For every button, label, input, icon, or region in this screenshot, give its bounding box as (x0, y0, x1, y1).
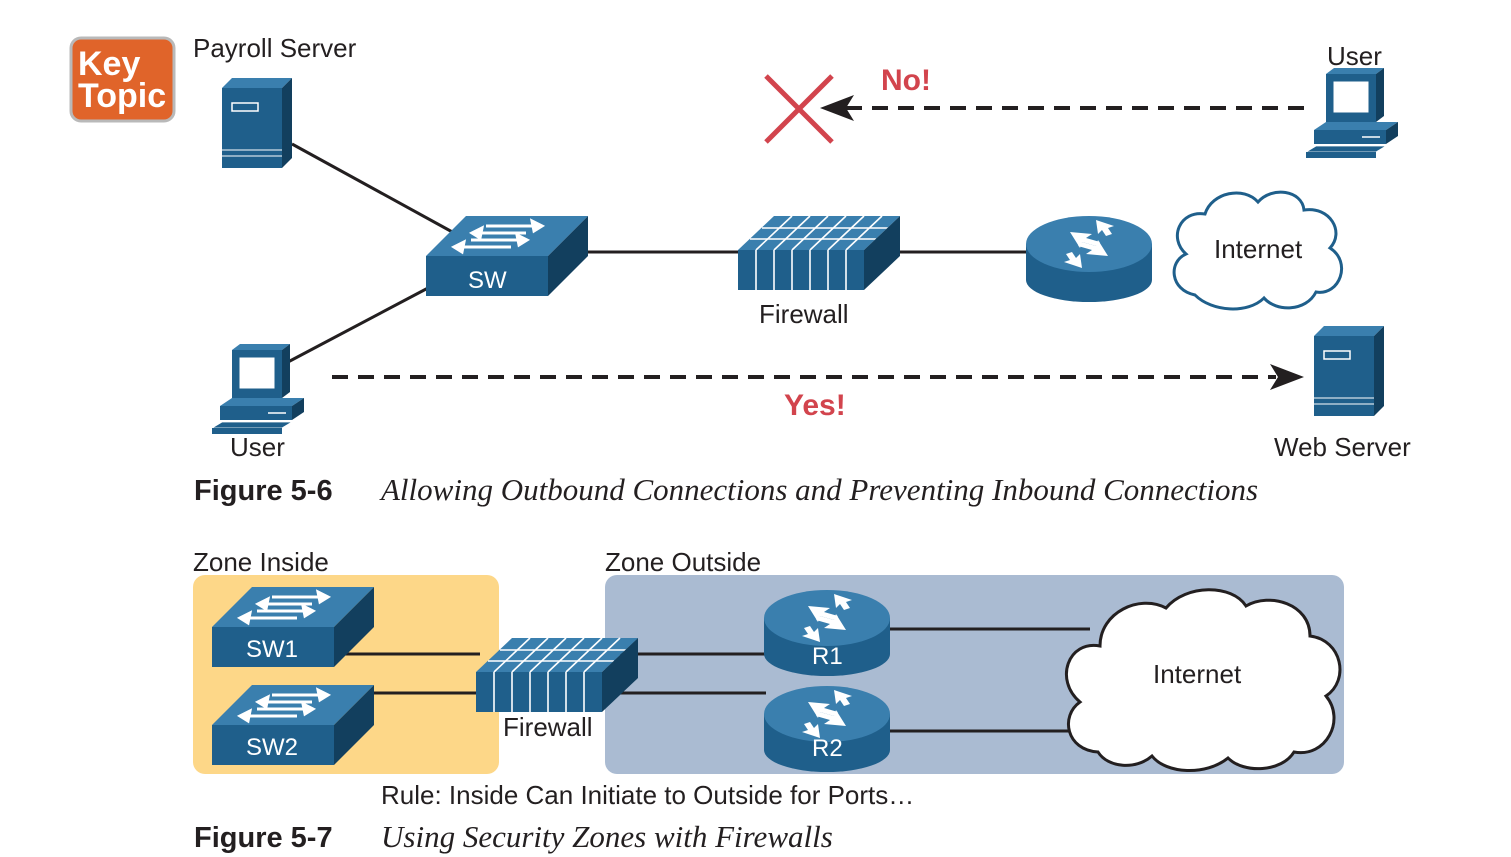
internet-label: Internet (1214, 234, 1303, 264)
figure-5-7: Zone Inside Zone Outside SW1 SW2 Firewal… (193, 547, 1344, 854)
key-topic-line1: Key (78, 45, 140, 83)
payroll-server-icon (221, 77, 293, 169)
web-server-icon (1313, 325, 1385, 417)
figure-5-6: Payroll Server SW Firewall Internet User… (193, 33, 1411, 507)
user-bottom-label: User (230, 432, 285, 462)
zone-outside-label: Zone Outside (605, 547, 761, 577)
user-bottom-icon (211, 343, 305, 435)
figure-5-6-number: Figure 5-6 (194, 475, 333, 507)
firewall-icon (737, 215, 901, 291)
internet-cloud-icon (1172, 190, 1343, 311)
firewall-icon (475, 637, 639, 713)
figure-5-7-caption: Using Security Zones with Firewalls (381, 819, 833, 854)
no-label: No! (881, 64, 931, 97)
payroll-server-label: Payroll Server (193, 33, 357, 63)
x-mark-icon (764, 74, 834, 144)
arrow-icon (1270, 364, 1304, 390)
r1-label: R1 (812, 643, 843, 670)
arrow-icon (820, 95, 854, 121)
rule-label: Rule: Inside Can Initiate to Outside for… (381, 780, 914, 810)
figure-5-6-caption: Allowing Outbound Connections and Preven… (379, 472, 1258, 507)
zone-inside-label: Zone Inside (193, 547, 329, 577)
sw1-label: SW1 (246, 636, 298, 663)
web-server-label: Web Server (1274, 432, 1411, 462)
figure-5-7-number: Figure 5-7 (194, 822, 333, 854)
switch-label: SW (468, 267, 507, 294)
key-topic-badge: Key Topic (69, 36, 176, 123)
sw2-label: SW2 (246, 734, 298, 761)
key-topic-line2: Topic (78, 77, 166, 115)
internet-cloud-icon (1064, 588, 1342, 772)
switch-icon (424, 214, 590, 298)
user-top-label: User (1327, 41, 1382, 71)
router-icon (1026, 216, 1152, 302)
user-top-icon (1305, 67, 1399, 159)
r2-label: R2 (812, 735, 843, 762)
firewall-label: Firewall (759, 299, 849, 329)
internet-label: Internet (1153, 659, 1242, 689)
yes-label: Yes! (784, 389, 846, 422)
link-payroll-switch (291, 142, 457, 236)
link-user-switch (287, 286, 429, 364)
firewall-label: Firewall (503, 712, 593, 742)
